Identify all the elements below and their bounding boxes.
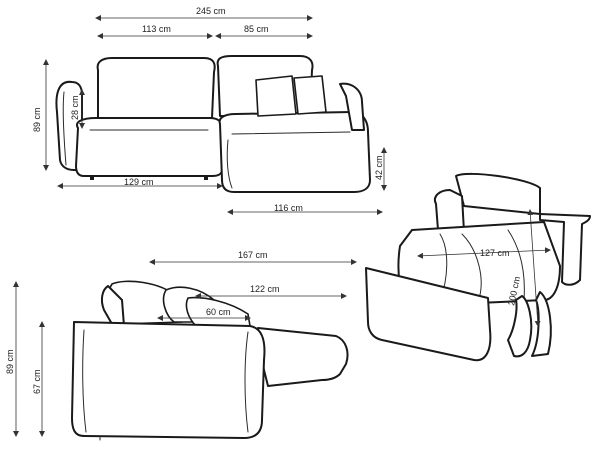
bed-back-frame [455, 172, 541, 215]
pillow-2 [293, 75, 327, 115]
side-chaise [257, 327, 349, 387]
seat-left [75, 117, 224, 177]
dim-side-back-height: 67 cm [32, 369, 42, 394]
dim-side-seat-depth: 60 cm [206, 307, 231, 317]
pillow-1 [255, 75, 297, 117]
bed-left-arm [434, 189, 465, 233]
dim-bed-width: 127 cm [480, 248, 510, 258]
dim-chaise-length: 116 cm [274, 203, 303, 213]
dim-side-depth: 167 cm [238, 250, 268, 260]
right-armrest [339, 82, 365, 131]
side-main-body [71, 321, 266, 439]
front-view: 245 cm 113 cm 85 cm 89 cm 28 cm 42 cm 12… [32, 6, 387, 215]
bed-front-panel [365, 267, 492, 362]
dim-seat-width: 129 cm [124, 177, 154, 187]
dim-total-width: 245 cm [196, 6, 226, 16]
dim-chaise-section: 85 cm [244, 24, 269, 34]
side-view: 167 cm 122 cm 60 cm 89 cm 67 cm [5, 250, 357, 441]
back-cushion-left [96, 57, 216, 119]
dim-total-height: 89 cm [32, 107, 42, 132]
bed-view: 127 cm 200 cm [365, 172, 591, 362]
dim-seat-height: 42 cm [374, 155, 384, 180]
dim-side-chaise-depth: 122 cm [250, 284, 280, 294]
dim-left-section: 113 cm [142, 24, 171, 34]
chaise [218, 111, 371, 193]
dim-side-total-height: 89 cm [5, 349, 15, 374]
dim-armrest-height: 28 cm [70, 95, 80, 120]
bed-right-panel [539, 213, 591, 286]
